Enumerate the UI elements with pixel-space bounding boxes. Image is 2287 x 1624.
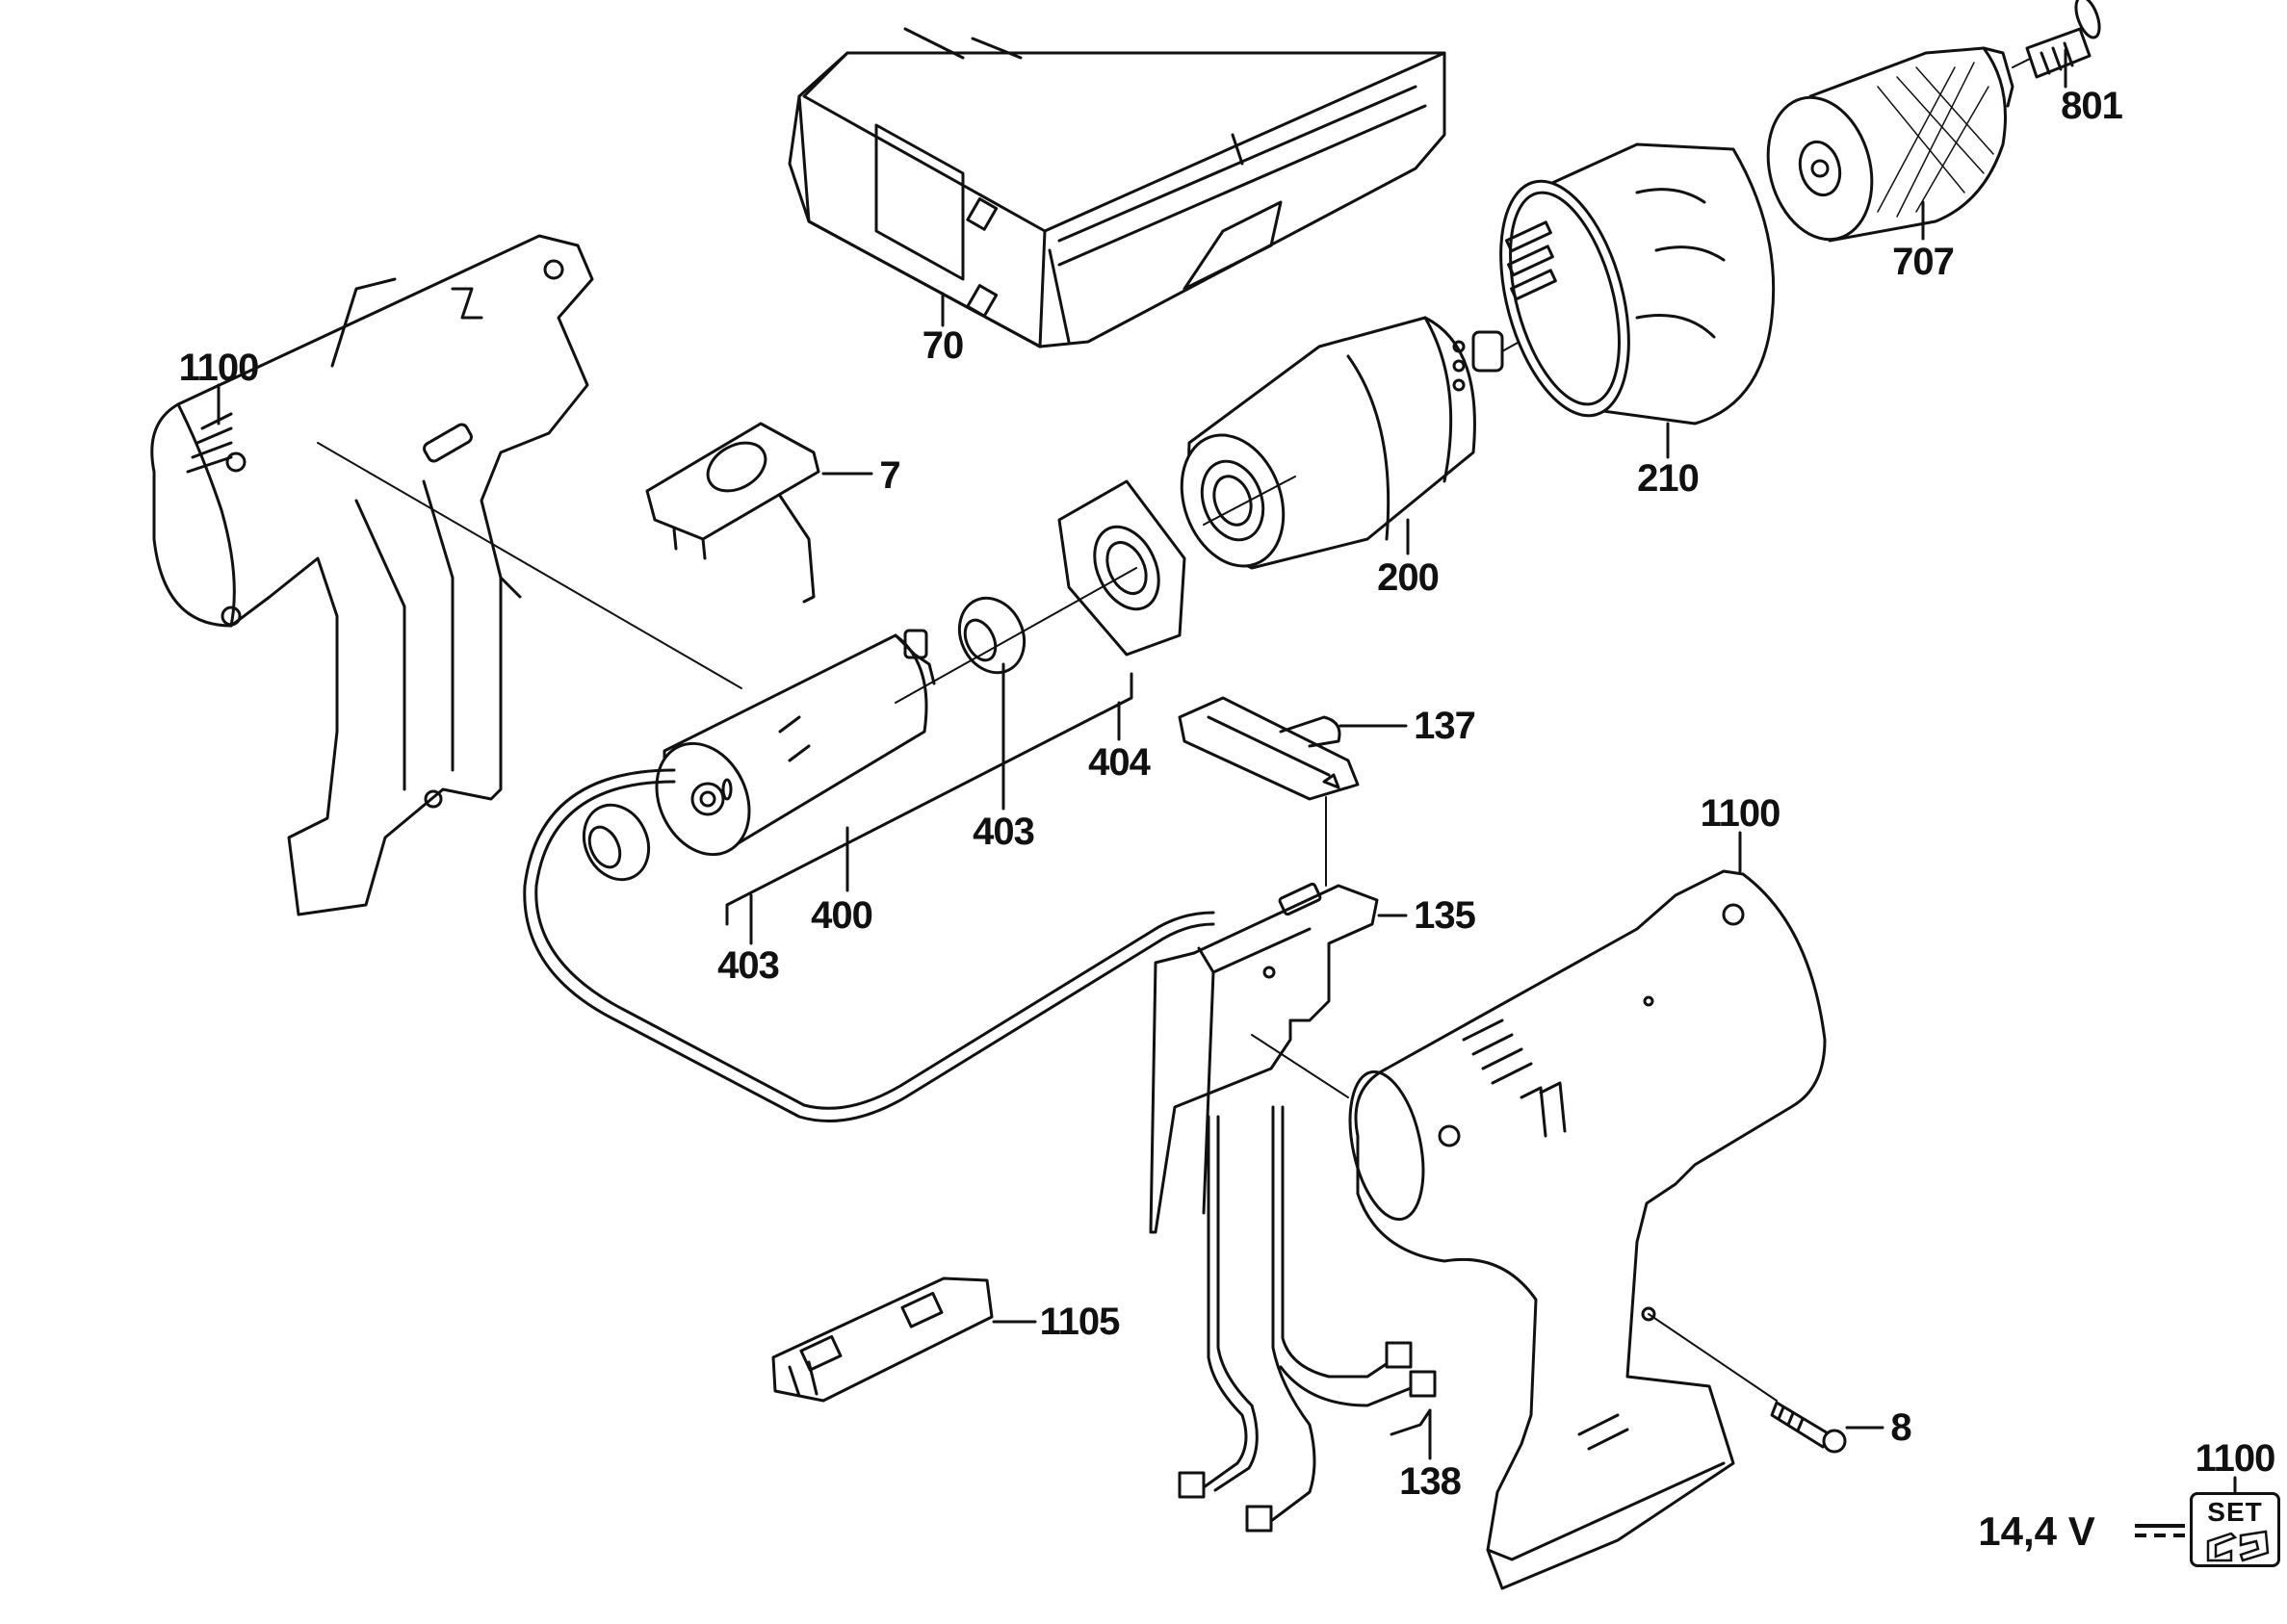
part-label-137[interactable]: 137	[1414, 705, 1476, 747]
part-label-1100-set[interactable]: 1100	[2195, 1437, 2276, 1480]
part-label-135[interactable]: 135	[1414, 894, 1476, 937]
dc-current-icon	[2135, 1524, 2185, 1537]
battery-terminal-block-drawing	[771, 1276, 994, 1403]
forward-reverse-slider-drawing	[1178, 696, 1360, 801]
direction-switch-drawing	[645, 422, 820, 604]
part-label-403-lower[interactable]: 403	[717, 944, 780, 987]
housing-right-drawing	[1348, 869, 1827, 1590]
bracket-motor-assembly	[725, 672, 1133, 926]
ring-magnet-drawing	[957, 596, 1027, 675]
motor-plate-drawing	[1057, 479, 1186, 657]
part-label-1105[interactable]: 1105	[1039, 1301, 1121, 1343]
chuck-screw-drawing	[2025, 0, 2101, 79]
part-label-138[interactable]: 138	[1399, 1460, 1462, 1503]
part-label-404[interactable]: 404	[1088, 741, 1151, 784]
part-label-200[interactable]: 200	[1377, 556, 1440, 599]
motor-cable	[523, 768, 1215, 1122]
set-badge: SET	[2190, 1492, 2280, 1567]
set-badge-text: SET	[2207, 1497, 2263, 1527]
torque-collar-drawing	[1499, 142, 1776, 425]
voltage-label: 14,4 V	[1978, 1508, 2095, 1554]
part-label-801[interactable]: 801	[2061, 85, 2123, 127]
wire-harness-drawing	[1178, 1105, 1437, 1533]
housing-screw-drawing	[1770, 1401, 1847, 1454]
trigger-switch-drawing	[1149, 882, 1379, 1234]
carry-case-drawing	[788, 27, 1446, 348]
part-label-403[interactable]: 403	[973, 811, 1035, 853]
part-label-400[interactable]: 400	[811, 894, 873, 937]
part-label-70[interactable]: 70	[922, 324, 964, 367]
ring-magnet-lower-drawing	[582, 803, 651, 882]
housing-left-drawing	[150, 234, 594, 916]
part-label-7[interactable]: 7	[879, 454, 900, 497]
part-label-8[interactable]: 8	[1890, 1406, 1911, 1449]
assembly-line-housing-motor	[317, 442, 742, 689]
motor-drawing	[655, 629, 936, 857]
part-label-1100-right[interactable]: 1100	[1700, 792, 1781, 835]
part-label-210[interactable]: 210	[1637, 457, 1700, 500]
gearbox-drawing	[1180, 316, 1504, 570]
keyless-chuck-drawing	[1766, 46, 2014, 243]
leader-138	[1390, 1408, 1432, 1460]
part-label-707[interactable]: 707	[1892, 241, 1955, 283]
part-label-1100-left[interactable]: 1100	[178, 347, 260, 389]
housing-set-icon	[2206, 1530, 2270, 1562]
